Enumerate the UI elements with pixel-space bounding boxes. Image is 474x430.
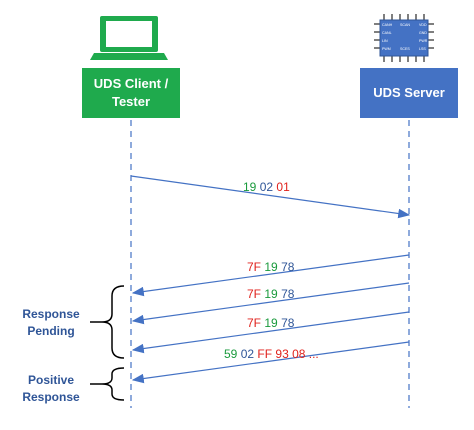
positive-response-label: Positive Response bbox=[22, 373, 80, 404]
message-byte: 7F bbox=[247, 287, 262, 301]
chip-pin-label: PWR bbox=[419, 39, 428, 43]
message-arrow bbox=[131, 282, 410, 325]
message-byte: 7F bbox=[247, 260, 262, 274]
message-byte: 01 bbox=[276, 180, 290, 194]
client-label-line1: UDS Client / bbox=[93, 76, 169, 91]
ecu-chip-icon: CANH CANL LIN PWM VDD GND PWR LSS SCAN S… bbox=[374, 14, 434, 62]
response-pending-brace bbox=[90, 285, 125, 359]
chip-pin-label: CANL bbox=[382, 31, 392, 35]
chip-pin-label: PWM bbox=[382, 47, 391, 51]
laptop-icon bbox=[90, 16, 168, 60]
chip-pin-label: LSS bbox=[419, 47, 426, 51]
message-byte: 02 bbox=[240, 347, 255, 361]
message-byte: 78 bbox=[281, 287, 295, 301]
message-byte: 19 bbox=[264, 260, 278, 274]
positive-response-brace bbox=[90, 367, 125, 401]
message-arrow bbox=[131, 341, 410, 384]
message-byte: 7F bbox=[247, 316, 262, 330]
message-arrow bbox=[130, 175, 411, 219]
message-byte: 02 bbox=[259, 180, 274, 194]
message-byte: 19 bbox=[264, 287, 278, 301]
chip-pin-label: CANH bbox=[382, 23, 393, 27]
client-label-line2: Tester bbox=[111, 94, 151, 109]
message-byte: FF 93 08 ... bbox=[257, 347, 319, 361]
chip-pin-label: SCAN bbox=[400, 23, 410, 27]
message-label: 7F 19 78 bbox=[247, 287, 294, 301]
chip-pin-label: SCES bbox=[400, 47, 410, 51]
message-arrow bbox=[131, 311, 410, 354]
message-label: 7F 19 78 bbox=[247, 316, 294, 330]
chip-pin-label: LIN bbox=[382, 39, 388, 43]
message-label: 7F 19 78 bbox=[247, 260, 294, 274]
response-pending-label: Response Pending bbox=[22, 307, 80, 338]
message-label: 19 02 01 bbox=[243, 180, 290, 194]
message-label: 59 02 FF 93 08 ... bbox=[224, 347, 319, 361]
message-arrow bbox=[131, 254, 410, 297]
chip-pin-label: VDD bbox=[419, 23, 427, 27]
uds-client-box: UDS Client / Tester bbox=[82, 68, 180, 118]
message-byte: 19 bbox=[243, 180, 257, 194]
uds-server-box: UDS Server bbox=[360, 68, 458, 118]
server-label: UDS Server bbox=[373, 85, 445, 100]
message-byte: 78 bbox=[281, 260, 295, 274]
chip-pin-label: GND bbox=[419, 31, 427, 35]
message-byte: 19 bbox=[264, 316, 278, 330]
message-byte: 78 bbox=[281, 316, 295, 330]
message-byte: 59 bbox=[224, 347, 238, 361]
